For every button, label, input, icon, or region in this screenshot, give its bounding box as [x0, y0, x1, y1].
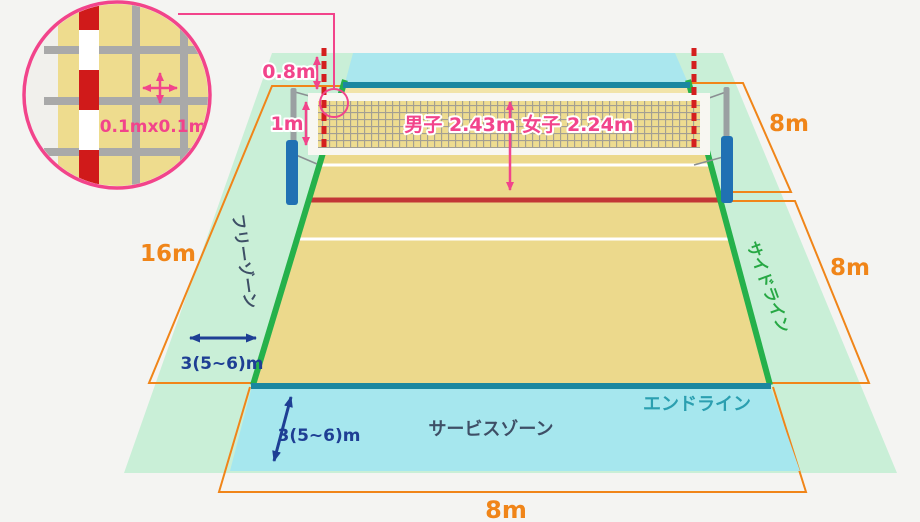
service-zone-far: [345, 53, 688, 83]
free-zone-width-label: 3(5~6)m: [181, 354, 264, 374]
service-zone-label: サービスゾーン: [428, 419, 553, 440]
post-lower-right: [721, 136, 733, 203]
pink-dimension-arrows: [302, 56, 514, 191]
net-band-label: 1m: [270, 113, 303, 135]
court-width-label: 8m: [485, 496, 527, 522]
inset-cell-size-arrows: [142, 72, 178, 104]
net-corner-highlight-circle: [319, 88, 349, 118]
inset-connector-line: [178, 13, 335, 88]
end-line-label: エンドライン: [643, 394, 751, 415]
net-left-band: [308, 93, 318, 155]
court-length-label: 16m: [140, 241, 196, 267]
service-zone-depth-label: 3(5~6)m: [278, 426, 361, 446]
post-upper-right: [723, 87, 730, 140]
dimension-box-right-bottom-8m: [702, 200, 871, 384]
far-half-depth-label: 8m: [769, 111, 809, 137]
dimension-box-bottom-8m: [217, 386, 808, 493]
post-upper-left: [290, 88, 297, 142]
dimension-box-left-16m: [147, 85, 349, 384]
court-far-strip: [342, 87, 691, 94]
inset-border: [22, 0, 212, 190]
dimension-box-right-top-8m: [670, 82, 793, 193]
net-top-band: [308, 93, 710, 101]
antenna-height-label: 0.8m: [262, 61, 315, 83]
inset-antenna: [79, 4, 99, 186]
dimension-outlines: [147, 82, 871, 493]
net-posts: [286, 87, 733, 205]
near-half-depth-label: 8m: [830, 255, 870, 281]
inset-mesh-grid: [44, 4, 208, 186]
net-mesh-inset: 0.1mx0.1m: [22, 0, 212, 190]
inset-mesh-size-label: 0.1mx0.1m: [100, 117, 207, 137]
post-lower-left: [286, 140, 298, 205]
service-zone-depth-arrow: [272, 396, 293, 462]
net-height-women-label: 女子 2.24m: [522, 113, 633, 136]
net-height-men-label: 男子 2.43m: [404, 114, 515, 136]
court: [253, 83, 770, 385]
net-right-band: [700, 93, 710, 155]
service-zone-near: [230, 386, 800, 471]
